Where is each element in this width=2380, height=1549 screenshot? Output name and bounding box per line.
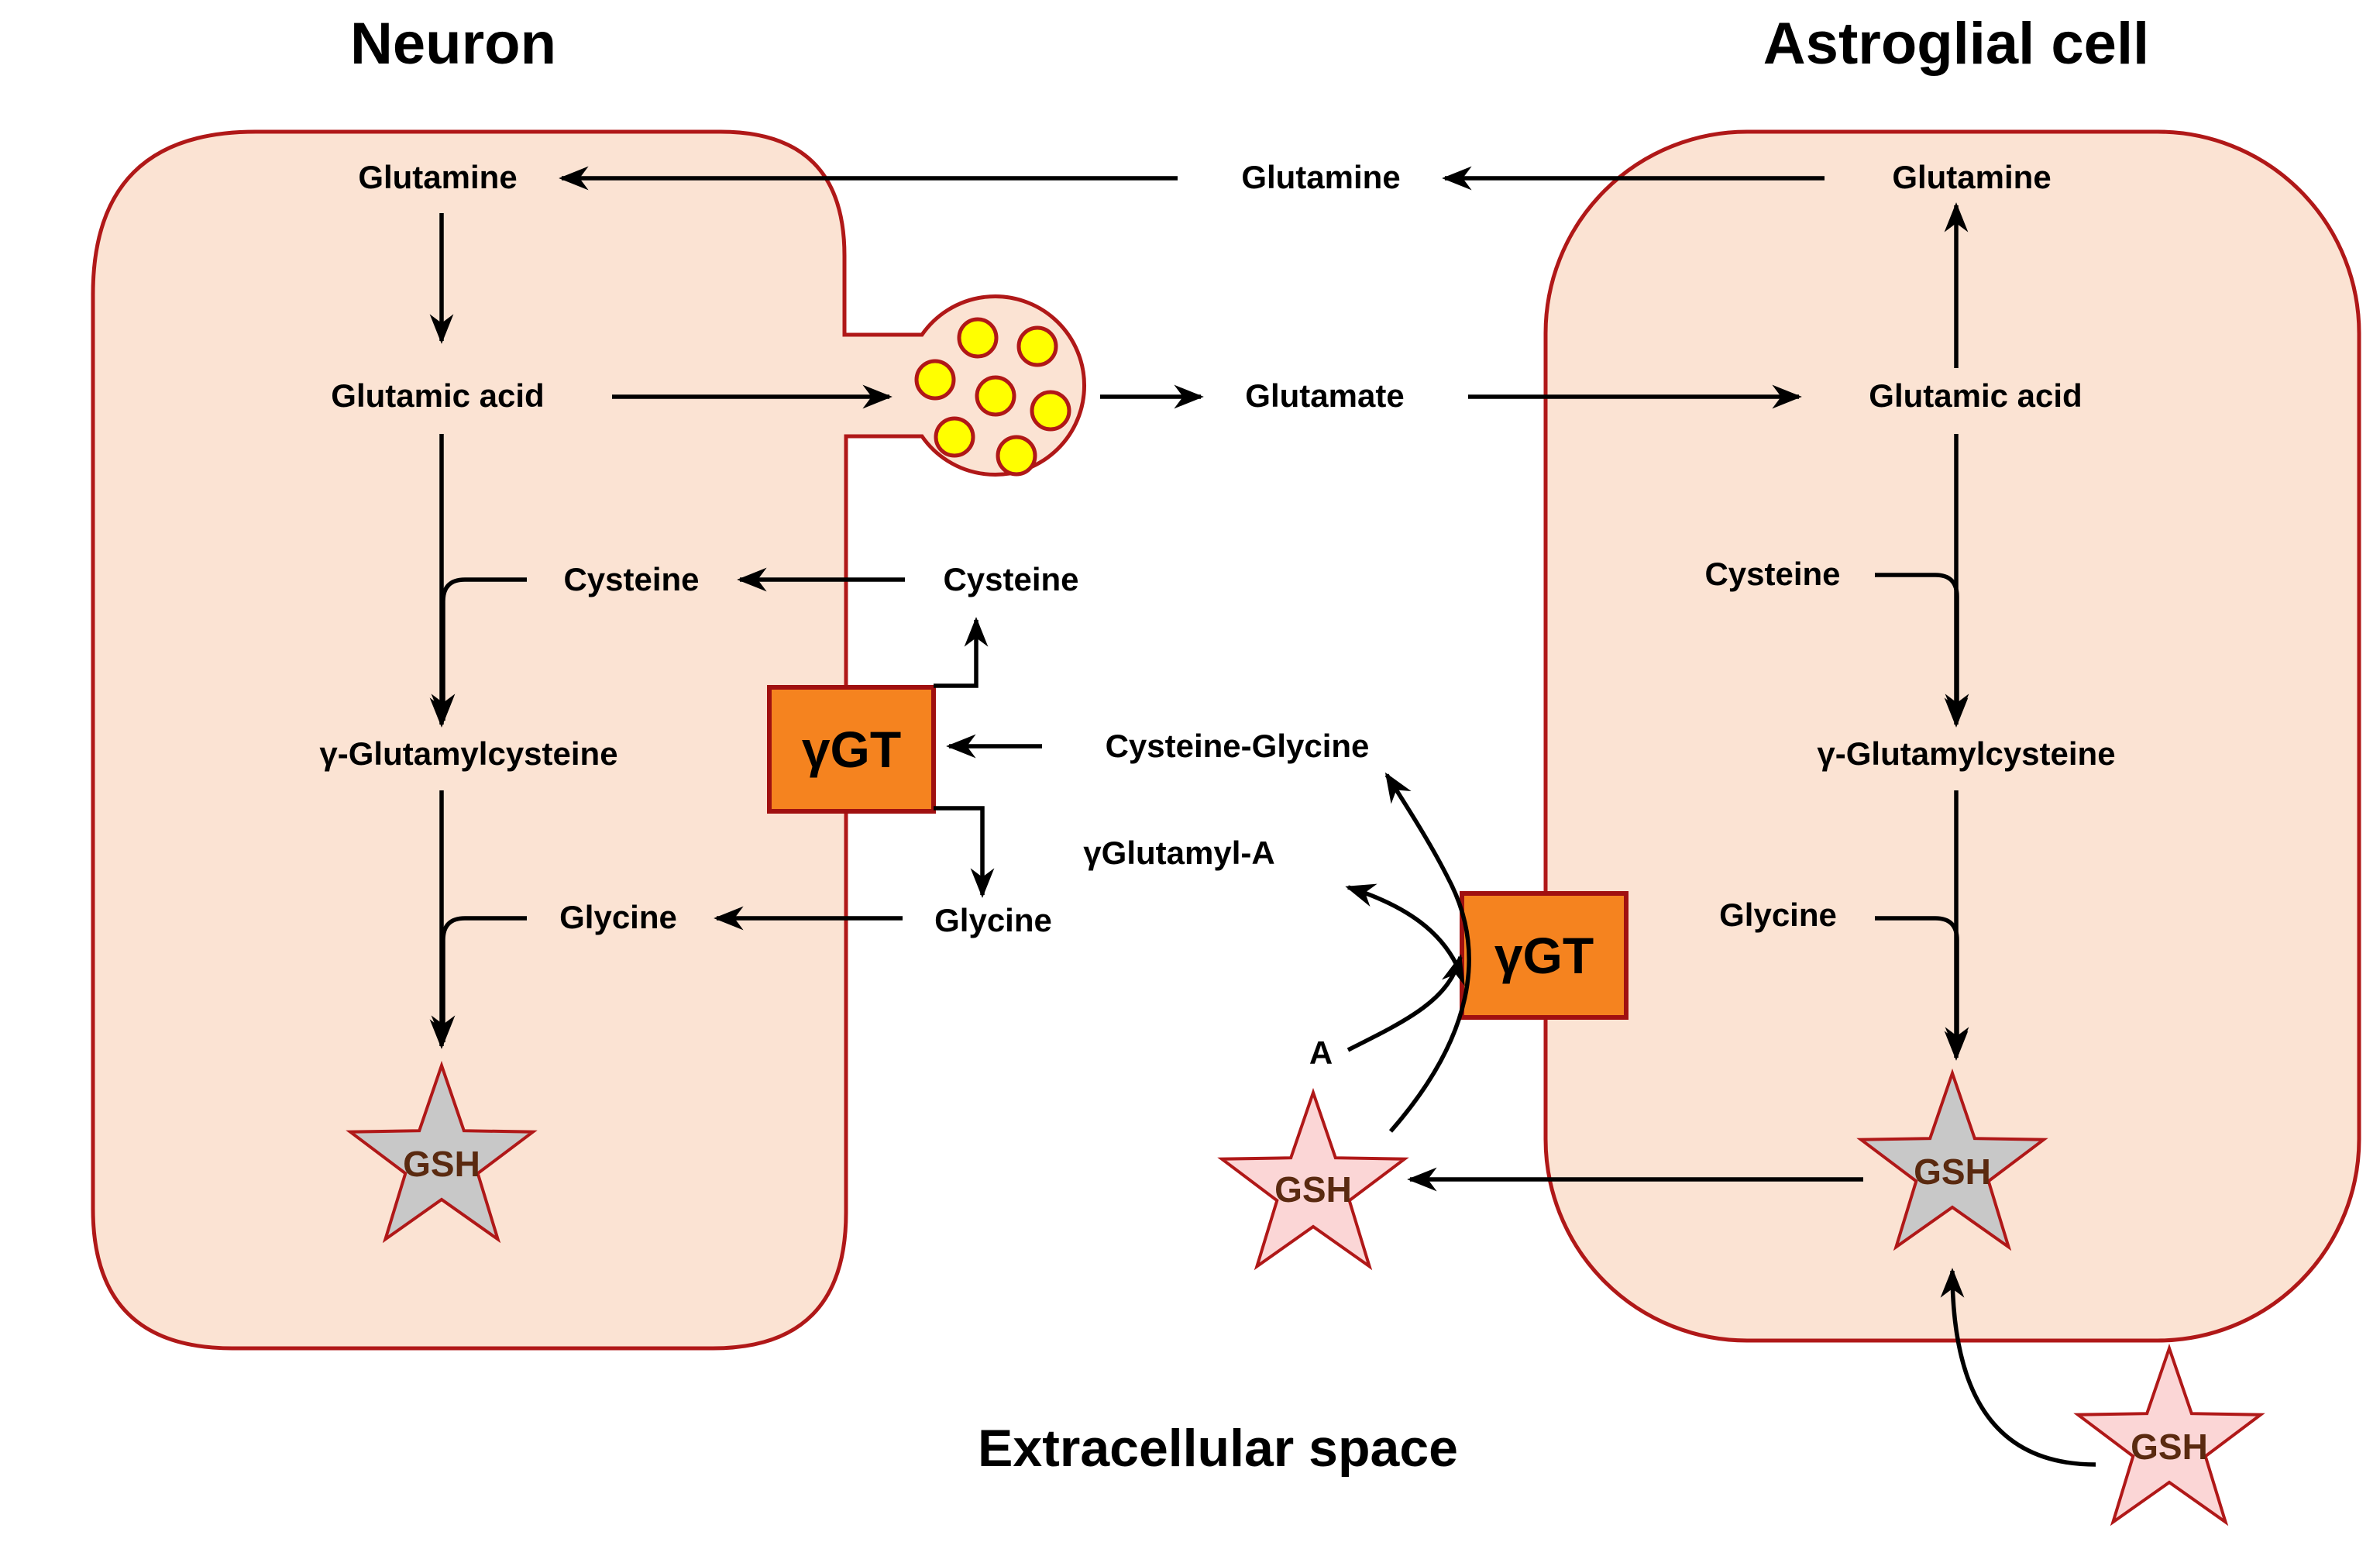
neuron-gamma-glutamylcysteine-label: γ-Glutamylcysteine: [319, 735, 617, 772]
astroglia-glycine-label: Glycine: [1719, 897, 1837, 933]
extracellular-gsh-label: GSH: [1274, 1169, 1352, 1210]
ggt-enzyme-right: [1460, 891, 1629, 1020]
cysteine-glycine-label: Cysteine-Glycine: [1106, 728, 1370, 764]
astroglial-cell-title: Astroglial cell: [1763, 11, 2149, 77]
astroglia-gsh-star: [1856, 1068, 2048, 1251]
arrow-ggt-to-gamma-glutamyl-a: [1345, 883, 1459, 966]
neuron-gsh-star: [346, 1060, 538, 1244]
ggt-enzyme-left: [767, 685, 936, 814]
gamma-glutamyl-a-label: γGlutamyl-A: [1083, 835, 1274, 871]
astroglia-cysteine-label: Cysteine: [1704, 556, 1840, 592]
arrow-astro-cysteine-join: [1875, 573, 1969, 724]
astroglia-gamma-glutamylcysteine-label: γ-Glutamylcysteine: [1817, 735, 2115, 772]
neuron-title: Neuron: [350, 11, 556, 77]
arrow-a-into-reaction: [1346, 954, 1465, 1052]
astroglia-glutamic-acid-label: Glutamic acid: [1869, 377, 2082, 414]
arrow-neuron-glycine-join: [431, 916, 527, 1045]
astroglia-gsh-label: GSH: [1914, 1151, 1991, 1192]
arrow-gsh-to-ggt-reaction: [1384, 772, 1471, 1133]
extracellular-space-label: Extracellular space: [978, 1419, 1458, 1478]
extracellular-gsh-star: [1217, 1087, 1409, 1271]
extracellular-glutamate-label: Glutamate: [1245, 377, 1404, 414]
incoming-gsh-label: GSH: [2131, 1427, 2208, 1467]
extracellular-glutamine-label: Glutamine: [1241, 159, 1400, 195]
astroglial-cell-body: [1543, 129, 2361, 1343]
arrow-astro-glycine-join: [1875, 916, 1969, 1057]
synaptic-vesicles: [914, 317, 1071, 477]
arrow-neuron-cysteine-join: [431, 577, 527, 724]
arrow-ggt-to-glycine: [934, 806, 995, 898]
neuron-glutamic-acid-label: Glutamic acid: [331, 377, 544, 414]
ggt-enzyme-left-label: γGT: [802, 721, 901, 778]
neuron-glycine-label: Glycine: [559, 899, 677, 935]
arrow-gsh-import-to-astro: [1940, 1268, 2096, 1467]
acceptor-a-label: A: [1309, 1034, 1333, 1071]
neuron-cysteine-label: Cysteine: [563, 561, 699, 597]
incoming-gsh-star: [2073, 1343, 2265, 1527]
neuron-gsh-label: GSH: [403, 1144, 480, 1184]
neuron-glutamine-label: Glutamine: [358, 159, 517, 195]
astroglia-glutamine-label: Glutamine: [1892, 159, 2051, 195]
ggt-enzyme-right-label: γGT: [1494, 927, 1594, 984]
extracellular-cysteine-label: Cysteine: [943, 561, 1078, 597]
extracellular-glycine-label: Glycine: [934, 902, 1052, 938]
arrow-ggt-to-cysteine: [934, 617, 989, 688]
neuron-cell-body: [91, 129, 1087, 1351]
pathway-arrows: [429, 166, 2096, 1467]
